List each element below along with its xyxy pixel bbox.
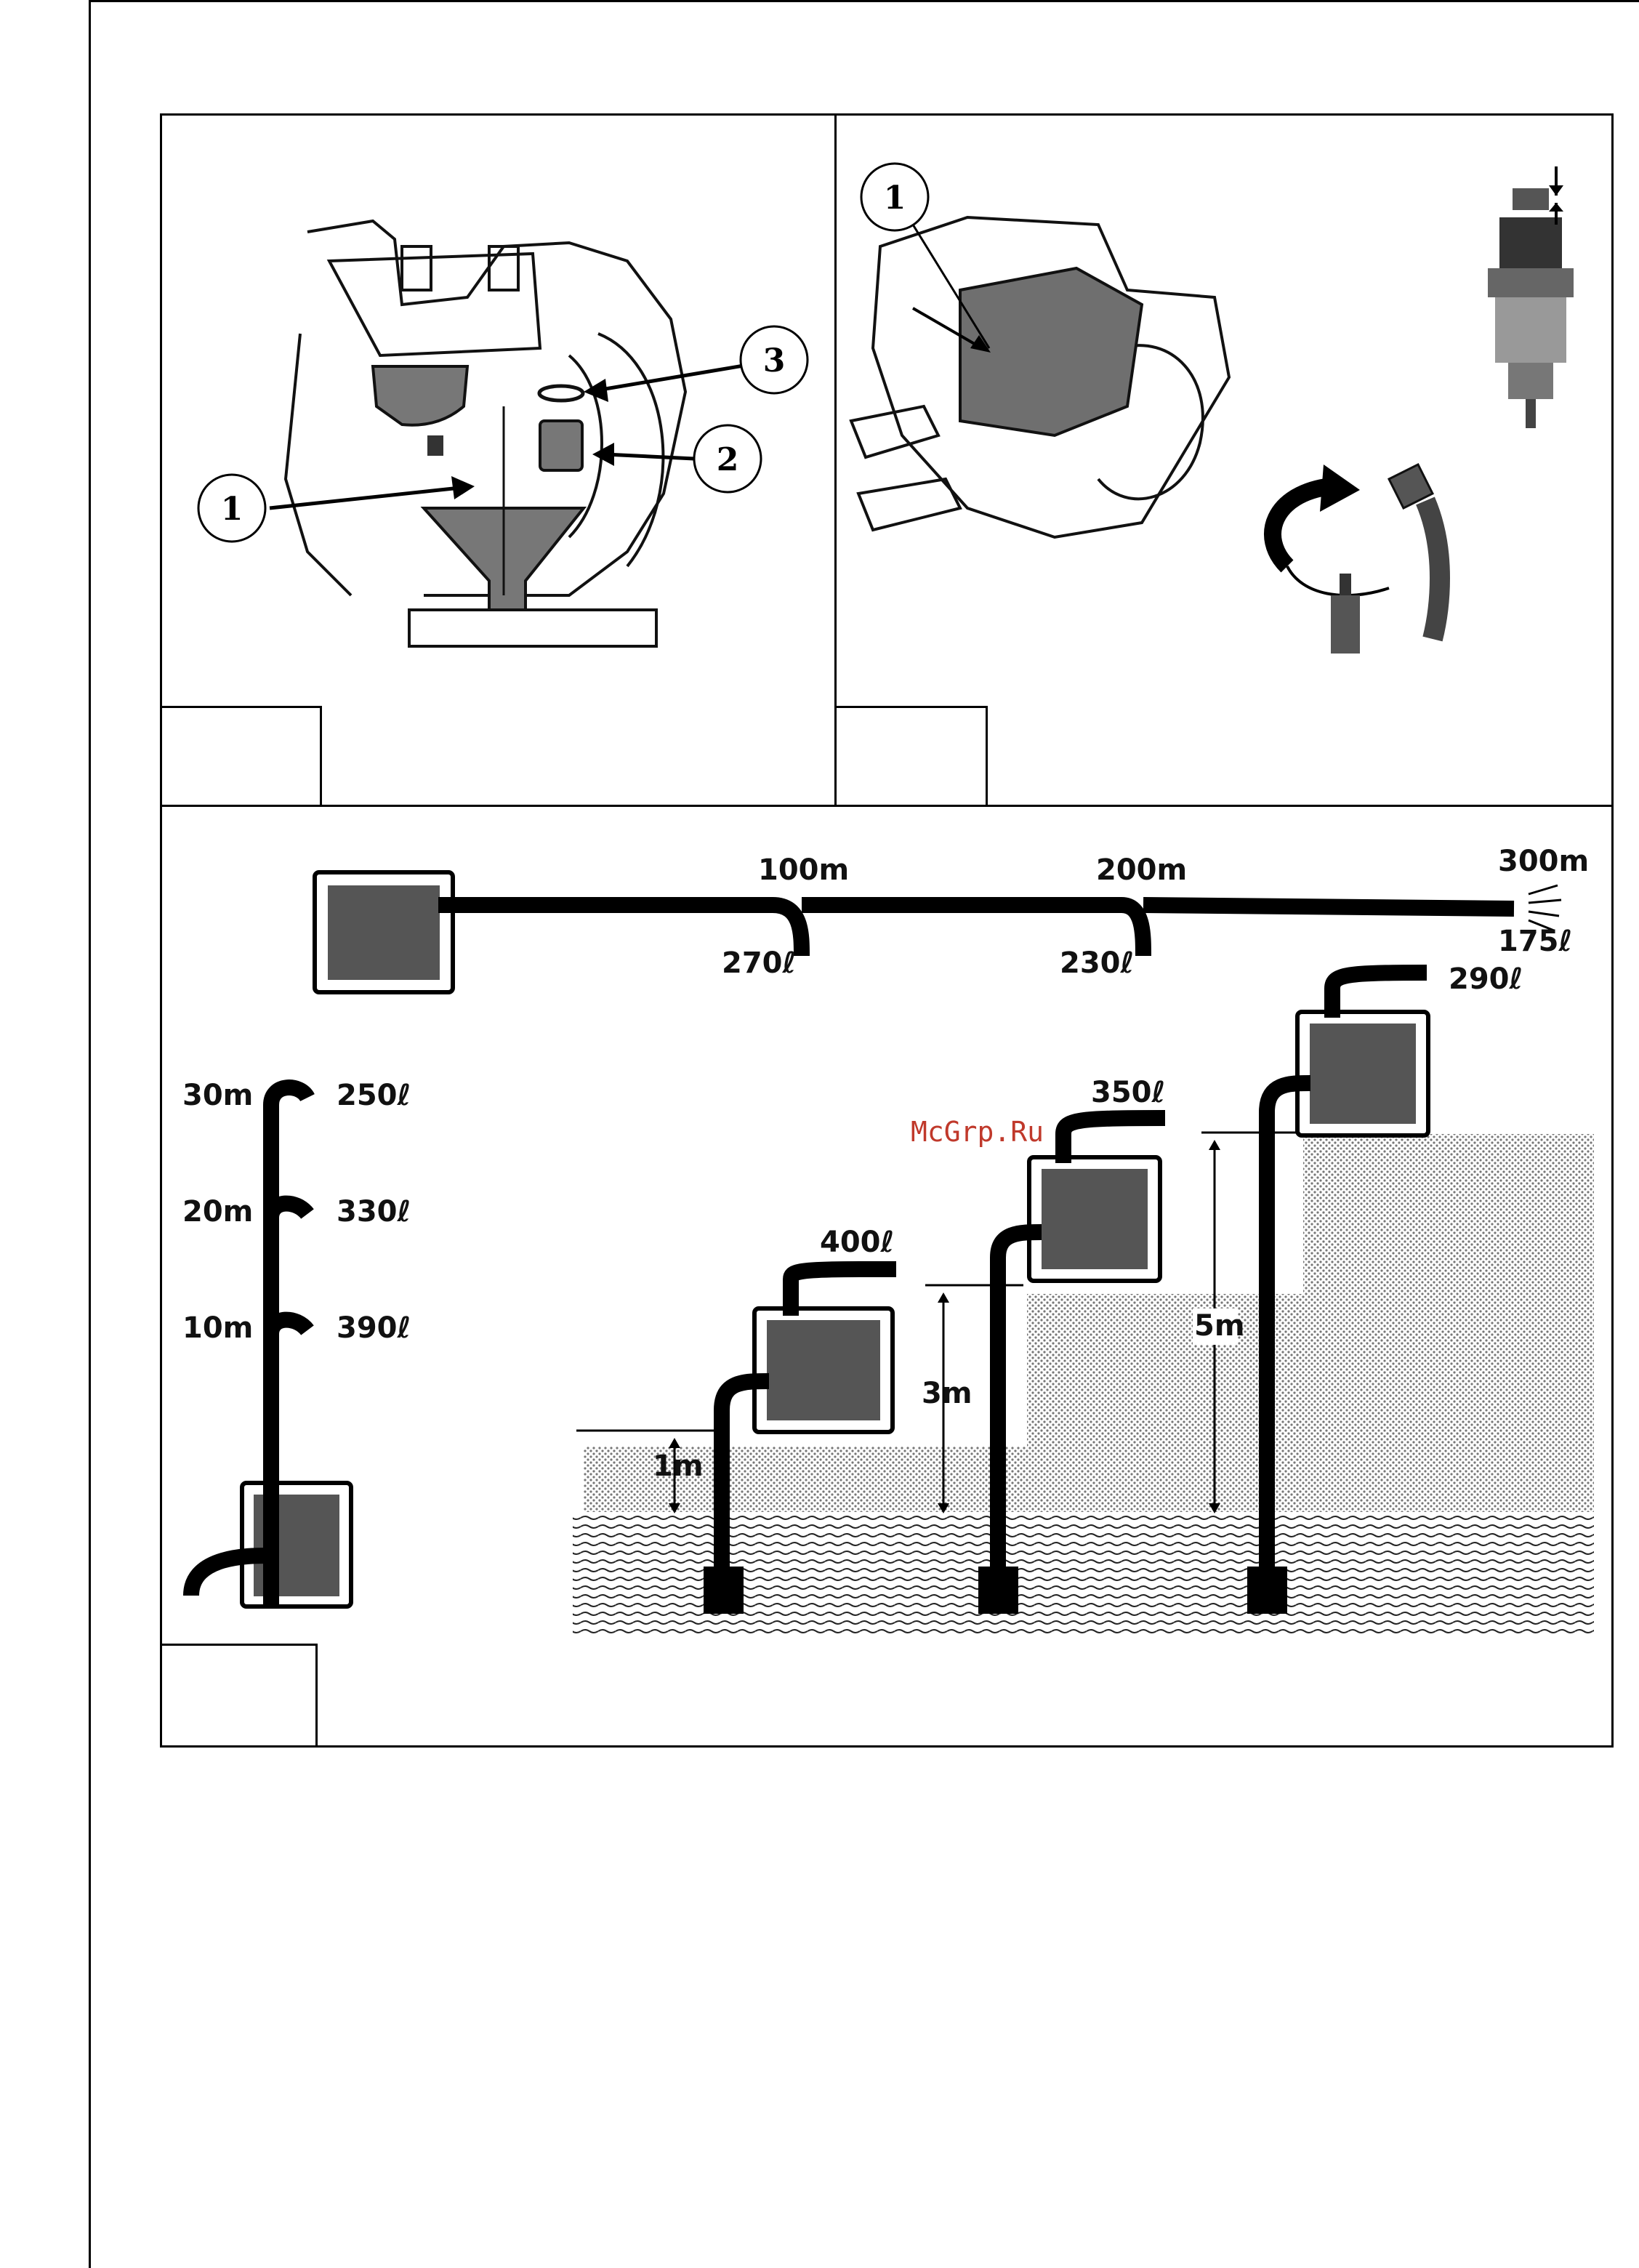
s-height-1: 1m — [653, 1449, 704, 1483]
vertical-delivery: 30m 20m 10m 250ℓ 330ℓ 390ℓ — [182, 1079, 411, 1606]
v-height-20: 20m — [182, 1195, 253, 1228]
callout-label-2: 2 — [717, 441, 739, 478]
spark-plug — [1488, 166, 1574, 428]
plug-cap-removal — [1273, 465, 1440, 654]
callout-label-spark: 1 — [884, 180, 906, 217]
h-distance-100: 100m — [758, 853, 849, 887]
watermark: McGrp.Ru — [911, 1116, 1044, 1148]
s-flow-290: 290ℓ — [1449, 962, 1523, 996]
callout-label-1: 1 — [221, 491, 243, 528]
suction-lift: 1m 400ℓ 3m 350ℓ 5m 29 — [573, 962, 1594, 1636]
panel-performance: 100m 200m 300m 270ℓ 230ℓ 175ℓ 30m 20m 10… — [160, 805, 1614, 1748]
callout-label-3: 3 — [763, 342, 786, 379]
performance-diagram: 100m 200m 300m 270ℓ 230ℓ 175ℓ 30m 20m 10… — [162, 807, 1616, 1750]
v-height-30: 30m — [182, 1079, 253, 1112]
panel-spark-plug: 1 — [834, 113, 1614, 807]
h-distance-300: 300m — [1498, 845, 1589, 878]
v-flow-250: 250ℓ — [337, 1079, 411, 1112]
v-flow-390: 390ℓ — [337, 1311, 411, 1345]
v-height-10: 10m — [182, 1311, 253, 1345]
spark-plug-illustration: 1 — [837, 116, 1616, 809]
s-height-5: 5m — [1194, 1309, 1245, 1343]
s-flow-400: 400ℓ — [820, 1226, 894, 1259]
carburetor-illustration: 1 2 3 — [162, 116, 839, 809]
panel-carburetor: 1 2 3 — [160, 113, 837, 807]
drain-screw — [427, 435, 443, 456]
s-flow-350: 350ℓ — [1091, 1076, 1165, 1109]
h-flow-230: 230ℓ — [1060, 946, 1134, 980]
h-distance-200: 200m — [1096, 853, 1187, 887]
h-flow-175: 175ℓ — [1498, 925, 1572, 958]
v-flow-330: 330ℓ — [337, 1195, 411, 1228]
h-flow-270: 270ℓ — [722, 946, 796, 980]
s-height-3: 3m — [922, 1377, 972, 1410]
